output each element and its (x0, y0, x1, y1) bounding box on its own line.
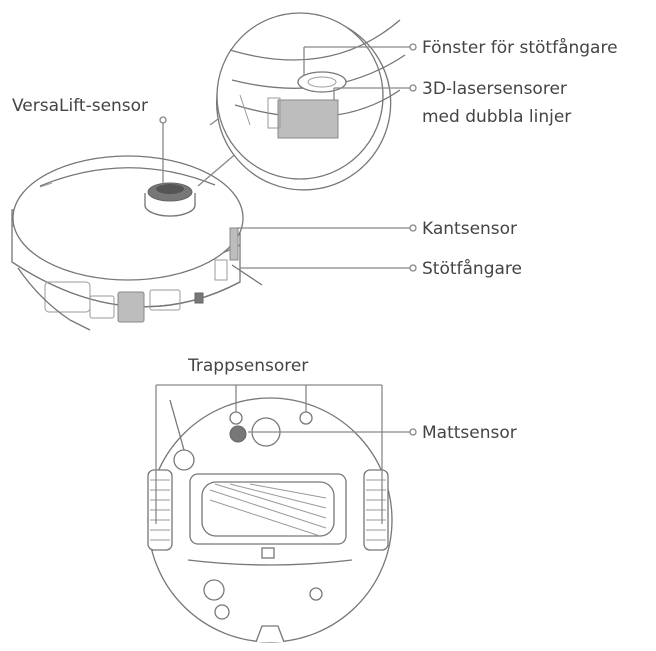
robot-top-view (11, 155, 263, 331)
label-carpet-sensor: Mattsensor (422, 423, 517, 443)
label-3d-laser-line1: 3D-lasersensorer (422, 79, 567, 99)
callout-lines (155, 43, 417, 524)
label-bumper: Stötfångare (422, 258, 522, 279)
robot-bottom-view (147, 397, 393, 643)
label-cliff-sensors: Trappsensorer (187, 356, 308, 376)
label-versalift-sensor: VersaLift-sensor (12, 96, 148, 116)
label-edge-sensor: Kantsensor (422, 219, 517, 239)
zoom-detail-circle (197, 12, 406, 191)
label-3d-laser-line2: med dubbla linjer (422, 107, 571, 127)
label-bumper-window: Fönster för stötfångare (422, 37, 618, 58)
